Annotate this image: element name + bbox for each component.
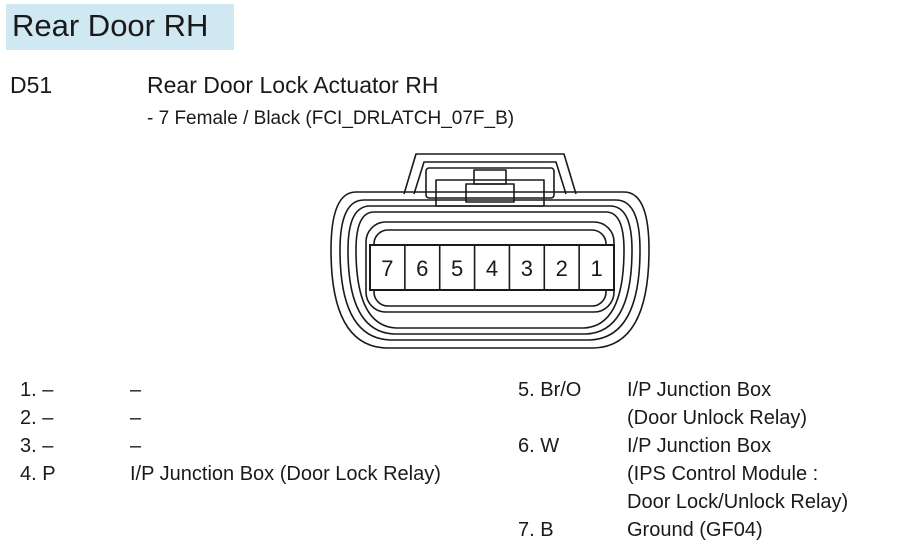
pin-number: 1. – [20, 379, 54, 401]
pin-description: – [130, 435, 142, 457]
pin-description: Door Lock/Unlock Relay) [627, 491, 849, 513]
pin-cavity-label: 1 [590, 256, 602, 281]
pin-description: I/P Junction Box [627, 379, 772, 401]
pin-description: – [130, 407, 142, 429]
connector-name: Rear Door Lock Actuator RH [147, 72, 439, 98]
pin-cavity-label: 5 [451, 256, 463, 281]
pin-description: I/P Junction Box (Door Lock Relay) [130, 463, 441, 485]
pin-cavity-label: 3 [521, 256, 533, 281]
pin-cavity-label: 7 [381, 256, 393, 281]
pin-number: 4. P [20, 463, 56, 485]
pin-description: (Door Unlock Relay) [627, 407, 808, 429]
pin-cavity-label: 2 [556, 256, 568, 281]
pin-number: 6. W [518, 435, 560, 457]
pin-number: 7. B [518, 519, 554, 541]
pin-cavity-label: 4 [486, 256, 498, 281]
section-title: Rear Door RH [12, 8, 209, 43]
pin-number: 5. Br/O [518, 379, 582, 401]
connector-code: D51 [10, 72, 53, 98]
pin-number: 2. – [20, 407, 54, 429]
pin-description: Ground (GF04) [627, 519, 763, 541]
section-banner [6, 4, 234, 50]
pin-cavity-label: 6 [416, 256, 428, 281]
pin-number: 3. – [20, 435, 54, 457]
pin-description: – [130, 379, 142, 401]
pin-description: I/P Junction Box [627, 435, 772, 457]
connector-spec: - 7 Female / Black (FCI_DRLATCH_07F_B) [147, 108, 515, 129]
pin-description: (IPS Control Module : [627, 463, 819, 485]
